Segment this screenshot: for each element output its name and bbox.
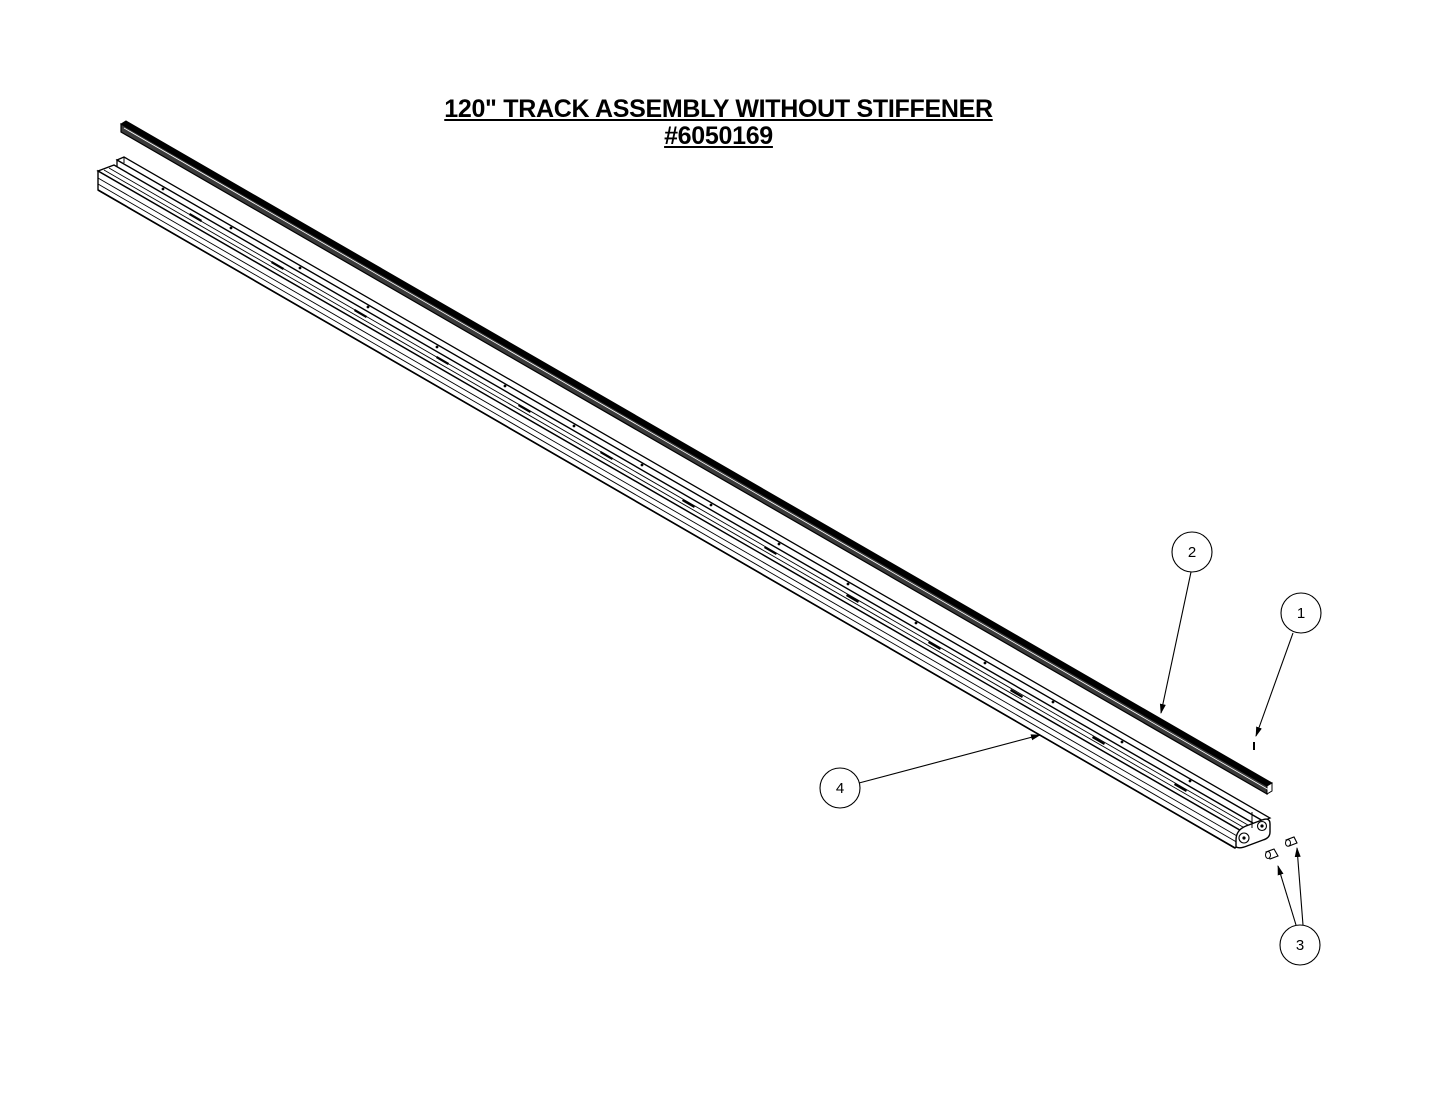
balloon-2-label: 2 — [1188, 544, 1196, 561]
leader-4 — [858, 734, 1041, 784]
balloon-3: 3 — [1279, 924, 1321, 966]
balloon-1-label: 1 — [1297, 605, 1305, 622]
balloon-4-label: 4 — [836, 780, 844, 797]
rail-end-profile — [1235, 812, 1271, 849]
balloon-4: 4 — [819, 767, 861, 809]
leader-1 — [1255, 632, 1294, 737]
rail-slots — [189, 213, 1187, 792]
rail-holes — [161, 187, 1192, 783]
drawing-title: 120" TRACK ASSEMBLY WITHOUT STIFFENER — [444, 95, 993, 123]
leader-2 — [1159, 571, 1192, 714]
balloon-3-label: 3 — [1296, 937, 1304, 954]
end-plug — [1265, 836, 1298, 860]
balloon-2: 2 — [1171, 531, 1213, 573]
drive-strip — [120, 120, 1273, 796]
leader-3a — [1277, 865, 1297, 926]
part-number: #6050169 — [664, 122, 773, 150]
balloon-1: 1 — [1280, 592, 1322, 634]
leader-lines — [858, 571, 1304, 926]
track-rail — [96, 156, 1272, 849]
title-block: 120" TRACK ASSEMBLY WITHOUT STIFFENER #6… — [0, 96, 1437, 150]
leader-3b — [1294, 847, 1304, 926]
